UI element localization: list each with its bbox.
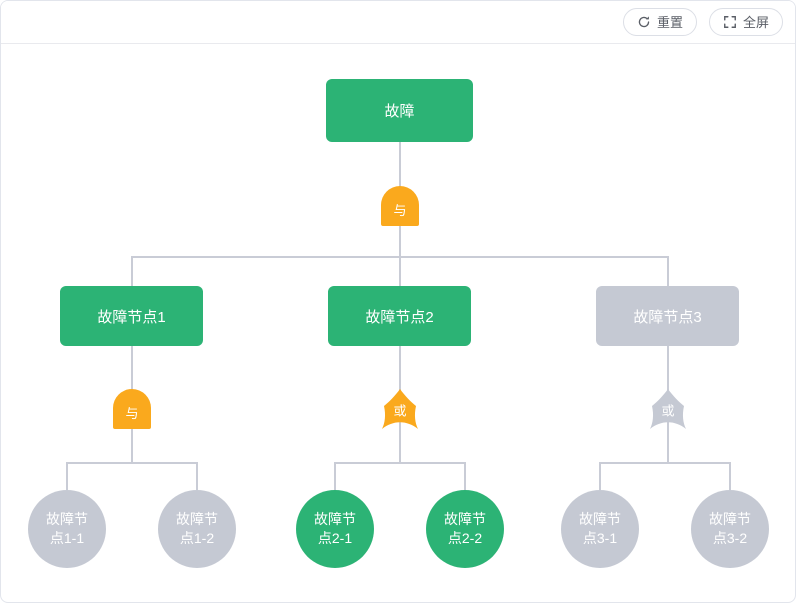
connector-line [334,462,466,464]
or-gate-3[interactable]: 或 [649,387,687,431]
fault-node-1[interactable]: 故障节点1 [60,286,203,346]
or-gate-2[interactable]: 或 [381,387,419,431]
connector-line [399,256,401,286]
leaf-node-3-1[interactable]: 故障节点3-1 [561,490,639,568]
fault-node-3[interactable]: 故障节点3 [596,286,739,346]
connector-line [464,462,466,490]
or-gate-shape [382,389,418,429]
leaf-node-1-2[interactable]: 故障节点1-2 [158,490,236,568]
fault-node-3-label: 故障节点3 [633,308,702,326]
toolbar: 重置 全屏 [1,1,795,44]
leaf-node-2-1[interactable]: 故障节点2-1 [296,490,374,568]
root-fault-node-label: 故障 [384,103,415,120]
fullscreen-icon [723,15,737,29]
leaf-node-2-2-label: 故障节点2-2 [444,511,486,546]
and-gate-1-label: 与 [125,406,139,421]
connector-line [66,462,198,464]
and-gate-root-label: 与 [393,203,407,218]
reset-button[interactable]: 重置 [622,8,697,36]
leaf-node-3-1-label: 故障节点3-1 [579,511,621,546]
fault-node-1-label: 故障节点1 [97,308,166,326]
connector-line [667,256,669,286]
fullscreen-button-label: 全屏 [742,14,769,30]
connector-line [729,462,731,490]
fullscreen-button[interactable]: 全屏 [708,8,783,36]
and-gate-root[interactable]: 与 [381,186,419,226]
leaf-node-3-2[interactable]: 故障节点3-2 [691,490,769,568]
or-gate-2-label: 或 [393,403,407,419]
root-fault-node[interactable]: 故障 [326,79,473,142]
connector-line [334,462,336,490]
fault-node-2-label: 故障节点2 [365,308,434,326]
or-gate-3-label: 或 [661,403,675,419]
connector-line [66,462,68,490]
connector-line [131,256,133,286]
connector-line [196,462,198,490]
leaf-node-1-2-label: 故障节点1-2 [176,511,218,546]
leaf-node-2-1-label: 故障节点2-1 [314,511,356,546]
or-gate-shape [650,389,686,429]
refresh-icon [637,15,651,29]
leaf-node-2-2[interactable]: 故障节点2-2 [426,490,504,568]
reset-button-label: 重置 [656,14,683,30]
and-gate-1[interactable]: 与 [113,389,151,429]
connector-line [599,462,601,490]
leaf-node-1-1[interactable]: 故障节点1-1 [28,490,106,568]
fault-node-2[interactable]: 故障节点2 [328,286,471,346]
connector-line [599,462,731,464]
leaf-node-3-2-label: 故障节点3-2 [709,511,751,546]
leaf-node-1-1-label: 故障节点1-1 [46,511,88,546]
